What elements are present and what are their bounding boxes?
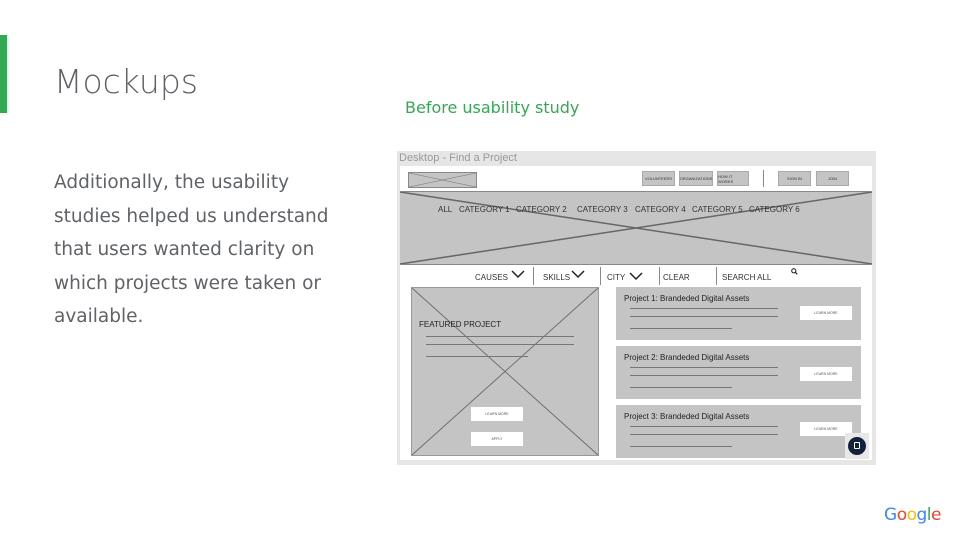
featured-project-placeholder: FEATURED PROJECT LEARN MORE APPLY: [411, 287, 599, 456]
filter-divider: [600, 267, 601, 285]
learn-more-button[interactable]: LEARN MORE: [800, 422, 852, 436]
accent-bar: [0, 35, 7, 113]
chevron-down-icon[interactable]: [629, 272, 643, 281]
text-line: [630, 367, 778, 368]
category-5[interactable]: CATEGORY 5: [692, 205, 743, 214]
filter-divider: [716, 267, 717, 285]
chevron-down-icon[interactable]: [571, 270, 585, 279]
project-card[interactable]: Project 2: Brandeded Digital Assets LEAR…: [616, 346, 861, 399]
filter-divider: [533, 267, 534, 285]
text-line: [630, 387, 732, 388]
featured-label: FEATURED PROJECT: [419, 320, 502, 329]
chat-icon[interactable]: [848, 437, 866, 455]
nav-divider: [763, 170, 764, 187]
slide-title: Mockups: [54, 62, 198, 101]
text-line: [630, 434, 778, 435]
category-1[interactable]: CATEGORY 1: [459, 205, 510, 214]
project-card[interactable]: Project 3: Brandeded Digital Assets LEAR…: [616, 405, 861, 458]
join-button[interactable]: JOIN: [816, 171, 849, 186]
project-title: Project 2: Brandeded Digital Assets: [624, 353, 750, 362]
search-all[interactable]: SEARCH ALL: [722, 273, 772, 282]
mockup-caption: Before usability study: [405, 98, 580, 117]
frame-title: Desktop - Find a Project: [399, 152, 517, 164]
text-line: [630, 426, 778, 427]
sign-in-button[interactable]: SIGN IN: [778, 171, 811, 186]
category-4[interactable]: CATEGORY 4: [635, 205, 686, 214]
filter-divider: [659, 267, 660, 285]
filter-clear[interactable]: CLEAR: [663, 273, 690, 282]
text-line: [630, 316, 778, 317]
wireframe-mockup: Desktop - Find a Project VOLUNTEERS ORGA…: [397, 151, 876, 465]
text-line: [630, 375, 778, 376]
category-2[interactable]: CATEGORY 2: [516, 205, 567, 214]
text-line: [630, 308, 778, 309]
category-all[interactable]: ALL: [438, 205, 453, 214]
slide-body: Additionally, the usability studies help…: [54, 172, 329, 327]
project-title: Project 1: Brandeded Digital Assets: [624, 294, 750, 303]
filter-city[interactable]: CITY: [607, 273, 626, 282]
filter-skills[interactable]: SKILLS: [543, 273, 571, 282]
nav-organizations[interactable]: ORGANIZATIONS: [679, 171, 713, 186]
project-card[interactable]: Project 1: Brandeded Digital Assets LEAR…: [616, 287, 861, 340]
learn-more-button[interactable]: LEARN MORE: [800, 306, 852, 320]
google-logo: Google: [884, 505, 941, 525]
category-6[interactable]: CATEGORY 6: [749, 205, 800, 214]
nav-how-it-works[interactable]: HOW IT WORKS: [717, 171, 749, 186]
wireframe-screen: VOLUNTEERS ORGANIZATIONS HOW IT WORKS SI…: [400, 166, 872, 460]
category-3[interactable]: CATEGORY 3: [577, 205, 628, 214]
logo-placeholder: [408, 172, 477, 188]
text-line: [630, 328, 732, 329]
text-line: [426, 344, 574, 345]
filter-causes[interactable]: CAUSES: [475, 273, 508, 282]
text-line: [426, 356, 528, 357]
text-line: [426, 336, 574, 337]
hero-placeholder: [400, 191, 872, 265]
chevron-down-icon[interactable]: [511, 270, 525, 279]
featured-learn-more-button[interactable]: LEARN MORE: [471, 407, 523, 421]
text-line: [630, 446, 732, 447]
chat-widget[interactable]: [845, 433, 869, 459]
featured-apply-button[interactable]: APPLY: [471, 432, 523, 446]
nav-volunteers[interactable]: VOLUNTEERS: [642, 171, 675, 186]
learn-more-button[interactable]: LEARN MORE: [800, 367, 852, 381]
search-icon[interactable]: [791, 268, 798, 275]
project-title: Project 3: Brandeded Digital Assets: [624, 412, 750, 421]
